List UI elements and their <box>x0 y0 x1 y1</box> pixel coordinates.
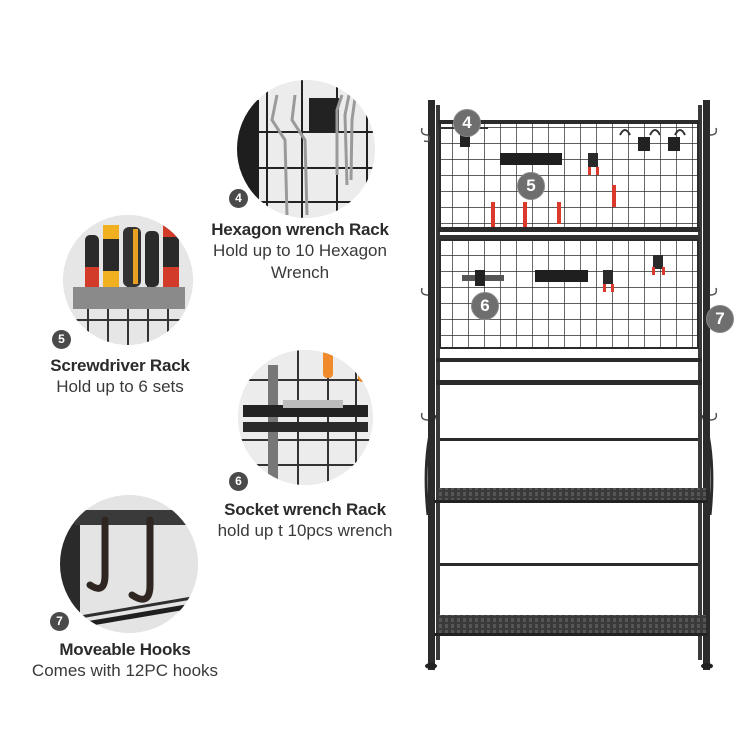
feature-6-badge: 6 <box>229 472 248 491</box>
socket-wrench-illustration <box>238 350 373 485</box>
rack-callout-4: 4 <box>453 109 481 137</box>
rack-callout-6: 6 <box>471 292 499 320</box>
rack-callout-7: 7 <box>706 305 734 333</box>
feature-title: Socket wrench Rack <box>224 500 386 519</box>
screwdriver-illustration <box>63 215 193 345</box>
hooks-illustration <box>60 495 198 633</box>
feature-5-badge: 5 <box>52 330 71 349</box>
rack-callout-5: 5 <box>517 172 545 200</box>
feature-socket-wrench: Socket wrench Rack hold up t 10pcs wrenc… <box>195 500 415 542</box>
feature-screwdriver: Screwdriver Rack Hold up to 6 sets <box>20 356 220 398</box>
feature-7-badge: 7 <box>50 612 69 631</box>
feature-4-badge: 4 <box>229 189 248 208</box>
feature-hexagon-wrench: Hexagon wrench Rack Hold up to 10 Hexago… <box>195 220 405 284</box>
hooks-image <box>60 495 198 633</box>
feature-title: Moveable Hooks <box>59 640 191 659</box>
feature-desc: Hold up to 6 sets <box>56 377 184 396</box>
feature-title: Screwdriver Rack <box>50 356 190 375</box>
garage-rack-image: 4 5 6 7 <box>420 95 740 675</box>
hexagon-wrench-image <box>237 80 375 218</box>
feature-desc: Wrench <box>270 263 330 282</box>
feature-desc: Comes with 12PC hooks <box>31 661 219 680</box>
rack-illustration <box>420 100 718 670</box>
feature-title: Hexagon wrench Rack <box>211 220 389 239</box>
feature-desc: hold up t 10pcs wrench <box>217 521 393 540</box>
feature-desc: Hold up to 10 Hexagon <box>213 241 387 260</box>
feature-moveable-hooks: Moveable Hooks Comes with 12PC hooks <box>10 640 240 682</box>
socket-wrench-image <box>238 350 373 485</box>
hexagon-wrench-illustration <box>237 80 375 218</box>
screwdriver-image <box>63 215 193 345</box>
